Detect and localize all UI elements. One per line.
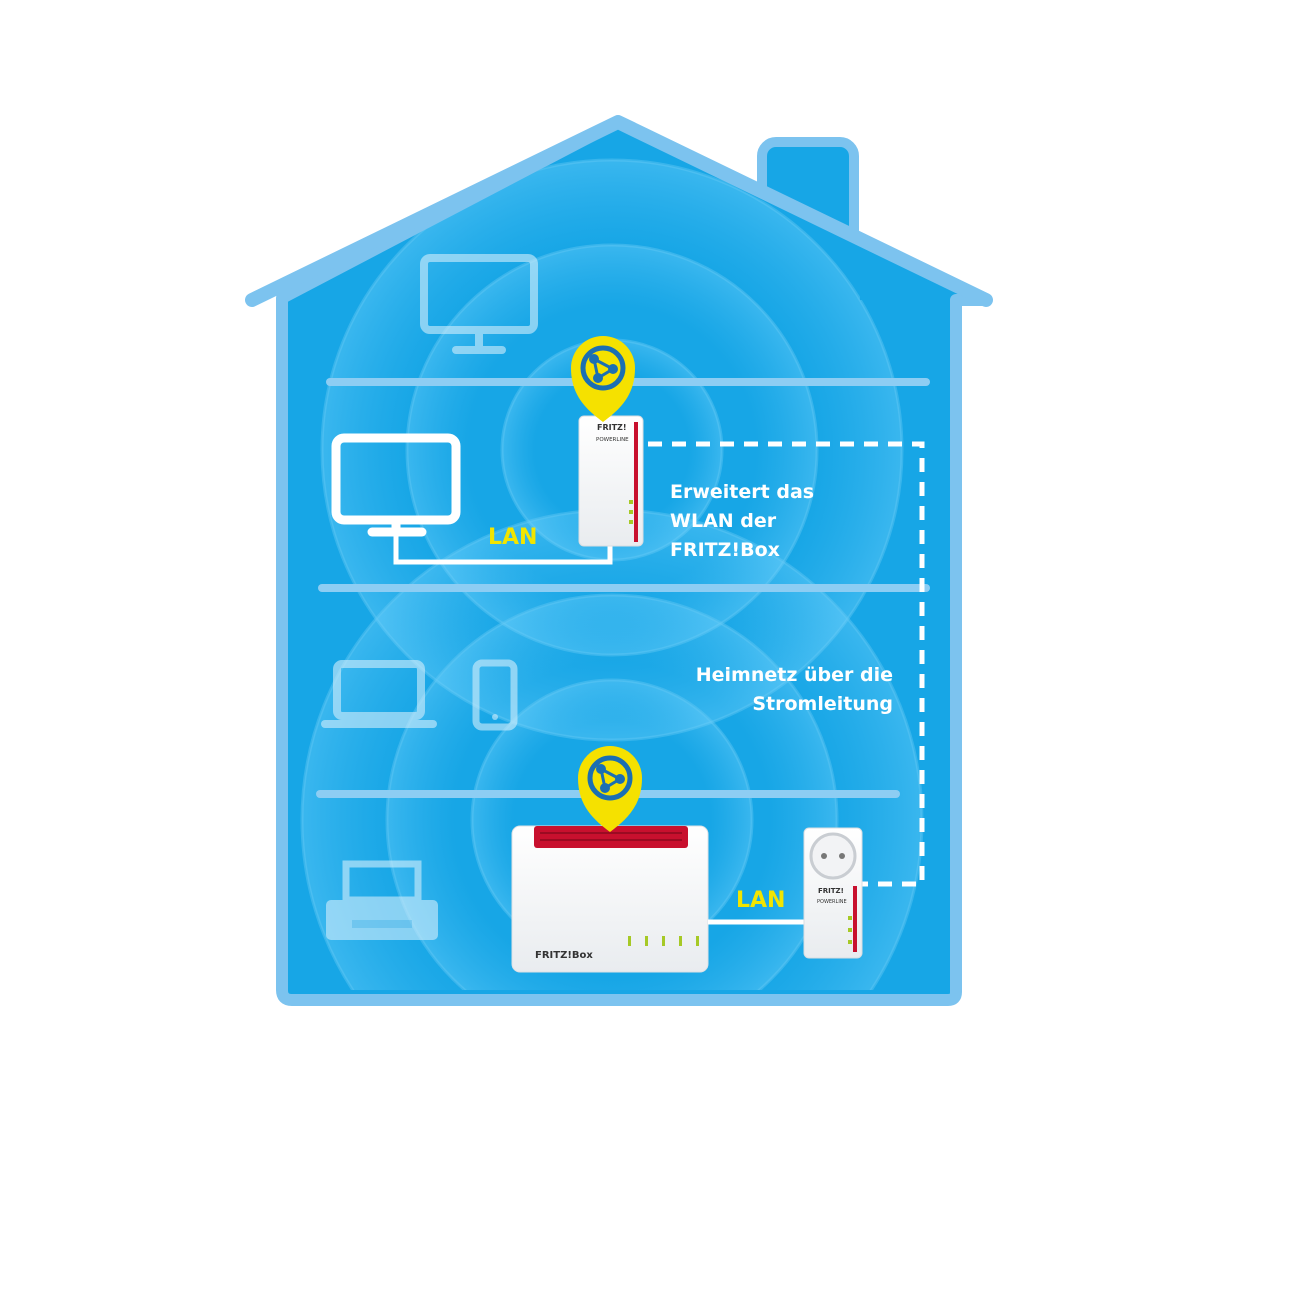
powerline-brand-bottom: POWERLINE: [817, 899, 847, 905]
led-3: [629, 520, 633, 524]
led-b2: [848, 928, 852, 932]
monitor-icon: [331, 433, 461, 537]
extends-line-2: WLAN der: [670, 510, 777, 532]
printer-icon: [326, 860, 438, 940]
mesh-icon: [578, 746, 642, 832]
powerline-dashed-path: [648, 441, 925, 887]
powerline-brand-top: POWERLINE: [596, 437, 629, 443]
smartphone-icon: [472, 659, 518, 731]
fritzbox-router: FRITZ!Box: [511, 825, 709, 973]
fritz-brand-bottom: FRITZ!: [818, 887, 844, 895]
led-b3: [848, 940, 852, 944]
powerline-caption: Heimnetz über die Stromleitung: [696, 664, 893, 715]
mesh-icon: [571, 336, 635, 422]
led-b1: [848, 916, 852, 920]
led-1: [629, 500, 633, 504]
lan-cable-top: [393, 536, 613, 565]
socket: [809, 832, 857, 880]
fritzbox-brand: FRITZ!Box: [535, 950, 593, 961]
wifi-waves: [300, 158, 924, 990]
extends-line-1: Erweitert das: [670, 481, 814, 503]
router-leds: [628, 936, 699, 946]
lan-label-top: LAN: [488, 525, 537, 550]
extends-line-3: FRITZ!Box: [670, 539, 780, 561]
extends-wlan-caption: Erweitert das WLAN der FRITZ!Box: [670, 481, 814, 561]
led-2: [629, 510, 633, 514]
roof-outline: [245, 115, 993, 307]
powerline-adapter-top: FRITZ! POWERLINE: [578, 415, 644, 547]
laptop-icon: [321, 660, 437, 728]
fritz-brand-top: FRITZ!: [597, 423, 627, 432]
powerline-line-1: Heimnetz über die: [696, 664, 893, 686]
powerline-adapter-bottom: FRITZ! POWERLINE: [803, 827, 863, 959]
router-red-top: [534, 826, 688, 848]
monitor-icon: [420, 254, 538, 354]
powerline-line-2: Stromleitung: [752, 693, 893, 715]
lan-label-bottom: LAN: [736, 888, 785, 913]
